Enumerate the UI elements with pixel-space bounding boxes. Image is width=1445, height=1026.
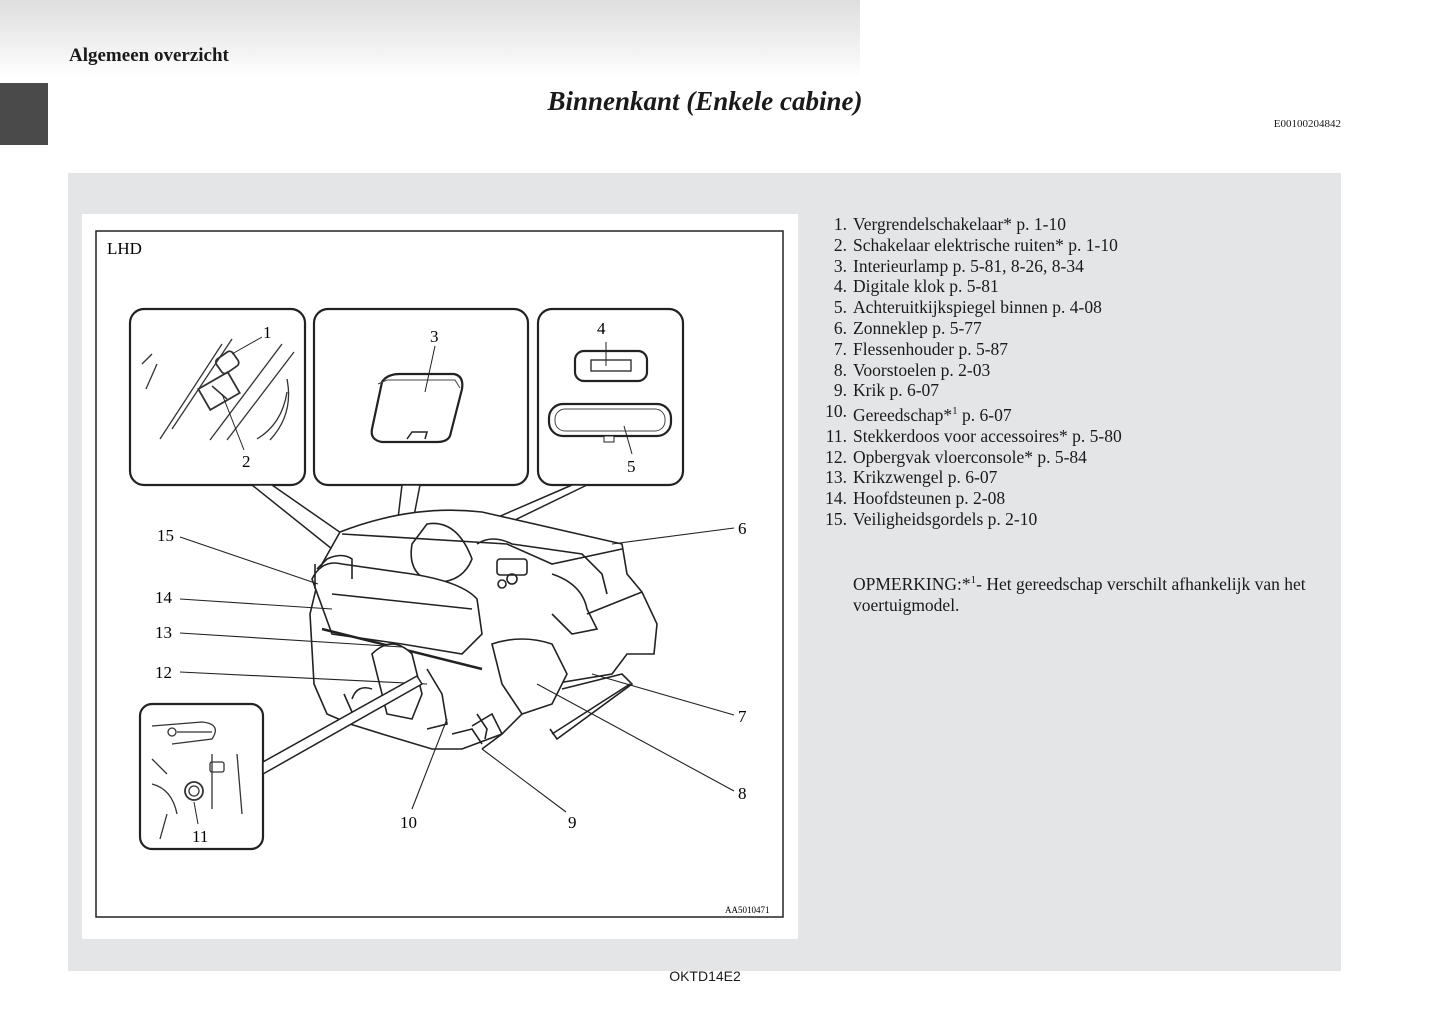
inset-door-switches — [128, 307, 307, 487]
callout-7: 7 — [738, 707, 747, 726]
legend-item: 8.Voorstoelen p. 2-03 — [833, 359, 991, 380]
interior-illustration: LHD AA5010471 1 2 3 4 5 — [95, 230, 784, 918]
note: OPMERKING:*1- Het gereedschap verschilt … — [853, 570, 1333, 616]
interior-figure: LHD AA5010471 1 2 3 4 5 — [82, 214, 798, 939]
callout-15: 15 — [157, 526, 174, 545]
legend-item: 6.Zonneklep p. 5-77 — [833, 317, 982, 338]
chapter-tab — [0, 83, 48, 145]
inset-clock-mirror — [536, 307, 685, 487]
note-text: - Het gereedschap verschilt afhankelijk … — [853, 573, 1306, 615]
legend-item: 1.Vergrendelschakelaar* p. 1-10 — [833, 214, 1066, 234]
callout-3: 3 — [424, 327, 439, 393]
svg-text:12: 12 — [155, 663, 172, 682]
legend-item: 13.Krikzwengel p. 6-07 — [825, 467, 998, 488]
legend-item: 3.Interieurlamp p. 5-81, 8-26, 8-34 — [833, 255, 1084, 276]
page-title: Binnenkant (Enkele cabine) — [547, 86, 863, 116]
note-label: OPMERKING:* — [853, 573, 971, 594]
callout-1: 1 — [231, 323, 272, 355]
svg-text:8: 8 — [738, 784, 747, 803]
svg-text:1: 1 — [263, 323, 272, 342]
svg-text:5: 5 — [627, 457, 636, 476]
callout-9: 9 — [568, 813, 577, 832]
legend-item: 10.Gereedschap*1 p. 6-07 — [825, 401, 1012, 425]
svg-text:4: 4 — [597, 319, 606, 338]
svg-text:14: 14 — [155, 588, 173, 607]
legend-item: 12.Opbergvak vloerconsole* p. 5-84 — [825, 446, 1087, 467]
legend-item: 4.Digitale klok p. 5-81 — [833, 276, 999, 297]
legend-item: 2.Schakelaar elektrische ruiten* p. 1-10 — [833, 234, 1118, 255]
svg-text:11: 11 — [192, 827, 208, 846]
drive-label: LHD — [107, 239, 142, 258]
svg-text:10: 10 — [400, 813, 417, 832]
callout-8: 8 — [738, 784, 747, 803]
callout-14: 14 — [155, 588, 173, 607]
inset-accessory-socket — [138, 702, 265, 851]
legend-item: 9.Krik p. 6-07 — [833, 380, 940, 401]
svg-text:2: 2 — [242, 452, 251, 471]
svg-text:13: 13 — [155, 623, 172, 642]
callout-6: 6 — [738, 519, 747, 538]
legend-item: 15.Veiligheidsgordels p. 2-10 — [825, 508, 1038, 529]
note-sup: 1 — [970, 574, 977, 586]
footer-code: OKTD14E2 — [669, 968, 741, 984]
callout-11: 11 — [192, 801, 208, 846]
svg-text:3: 3 — [430, 327, 439, 346]
legend-item: 5.Achteruitkijkspiegel binnen p. 4-08 — [833, 297, 1102, 318]
svg-text:9: 9 — [568, 813, 577, 832]
svg-text:6: 6 — [738, 519, 747, 538]
callout-10: 10 — [400, 813, 417, 832]
svg-text:7: 7 — [738, 707, 747, 726]
document-code: E00100204842 — [1273, 118, 1341, 130]
callout-13: 13 — [155, 623, 172, 642]
legend-item: 14.Hoofdsteunen p. 2-08 — [825, 488, 1006, 509]
section-title: Algemeen overzicht — [69, 45, 229, 66]
svg-text:15: 15 — [157, 526, 174, 545]
callout-5: 5 — [623, 425, 636, 476]
callout-4: 4 — [597, 319, 607, 366]
legend-item: 7.Flessenhouder p. 5-87 — [833, 338, 1009, 359]
legend-list: 1.Vergrendelschakelaar* p. 1-10 2.Schake… — [818, 214, 1338, 530]
callout-2: 2 — [221, 393, 251, 471]
callout-12: 12 — [155, 663, 172, 682]
image-code: AA5010471 — [725, 905, 770, 915]
legend-item: 11.Stekkerdoos voor accessoires* p. 5-80 — [825, 425, 1122, 446]
header-band — [0, 0, 860, 78]
